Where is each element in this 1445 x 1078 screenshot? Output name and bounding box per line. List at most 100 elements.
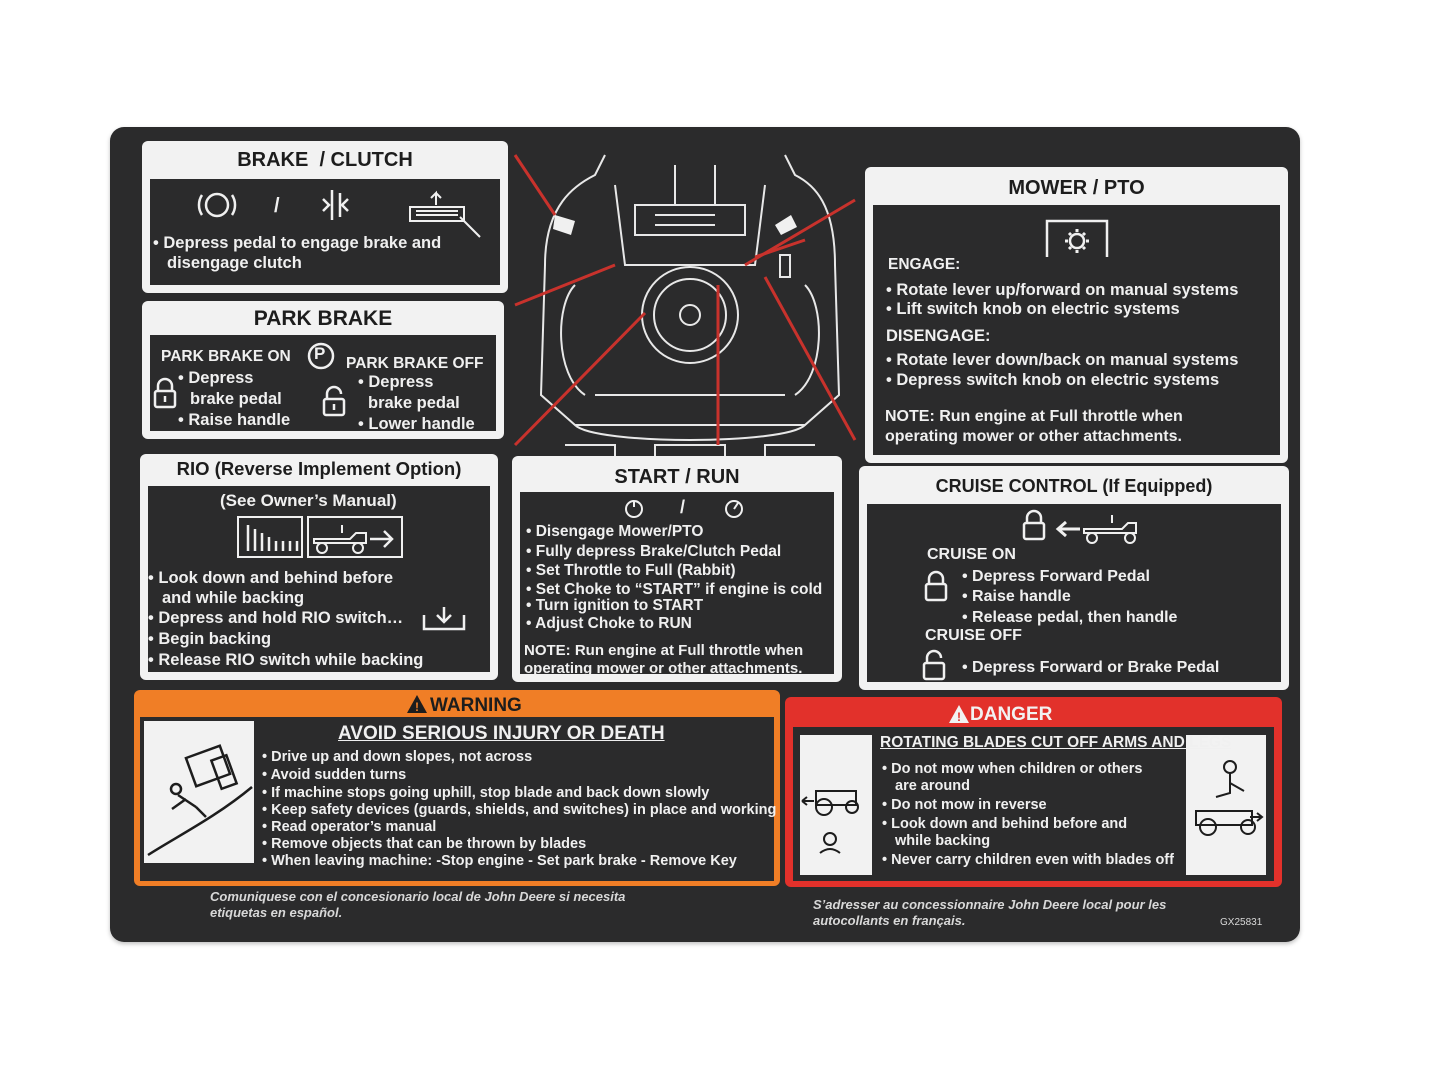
danger-line-6: • Never carry children even with blades … (882, 852, 1174, 868)
danger-headline: ROTATING BLADES CUT OFF ARMS AND LEGS (880, 734, 1232, 751)
warning-headline: AVOID SERIOUS INJURY OR DEATH (338, 723, 665, 744)
danger-title: DANGER (970, 704, 1053, 725)
park-off-step-1: • Depress (358, 373, 434, 391)
tractor-reverse-hazard-icon (801, 790, 859, 854)
start-run-body (518, 490, 836, 676)
danger-triangle-icon: ! (949, 705, 969, 724)
footer-french-2: autocollants en français. (813, 913, 966, 928)
start-note-2: operating mower or other attachments. (524, 660, 803, 677)
start-line-5: • Turn ignition to START (526, 597, 704, 614)
park-on-step-3: • Raise handle (178, 411, 291, 429)
danger-line-3: • Do not mow in reverse (882, 797, 1047, 813)
cruise-panel: CRUISE CONTROL (If Equipped) (859, 466, 1289, 690)
rio-title: RIO (Reverse Implement Option) (176, 458, 462, 479)
warning-line-1: • Drive up and down slopes, not across (262, 749, 533, 765)
cruise-header-icon (1022, 509, 1137, 544)
warning-line-5: • Read operator’s manual (262, 819, 437, 835)
rio-switch-icon (422, 607, 466, 631)
tractor-icon (313, 525, 367, 554)
start-note-1: NOTE: Run engine at Full throttle when (524, 642, 804, 659)
cruise-on-label: CRUISE ON (927, 546, 1016, 563)
cruise-on-step-3: • Release pedal, then handle (962, 609, 1178, 626)
brake-clutch-panel: BRAKE / CLUTCH (142, 141, 508, 293)
footer-spanish-2: etiquetas en español. (210, 905, 343, 920)
ignition-start-icon (725, 500, 743, 518)
warning-line-2: • Avoid sudden turns (262, 767, 407, 783)
park-on-step-1: • Depress (178, 369, 254, 387)
footer-spanish-1: Comuniquese con el concesionario local d… (210, 889, 626, 904)
start-line-4: • Set Choke to “START” if engine is cold (526, 581, 823, 598)
start-run-slash: / (680, 497, 686, 517)
lock-closed-icon (924, 570, 948, 602)
park-brake-p-symbol: P (314, 344, 326, 363)
warning-line-3: • If machine stops going uphill, stop bl… (262, 785, 710, 801)
arrow-left-icon (1055, 520, 1080, 538)
park-brake-body (148, 333, 498, 433)
danger-line-4: • Look down and behind before and (882, 816, 1128, 832)
start-line-3: • Set Throttle to Full (Rabbit) (526, 562, 736, 579)
park-brake-off-label: PARK BRAKE OFF (346, 355, 484, 372)
start-run-panel: START / RUN (512, 456, 842, 682)
brake-clutch-line-2: disengage clutch (167, 254, 302, 272)
lock-closed-icon (153, 377, 177, 409)
mower-note-1: NOTE: Run engine at Full throttle when (885, 408, 1183, 425)
cruise-off-step-1: • Depress Forward or Brake Pedal (962, 659, 1220, 676)
start-line-1: • Disengage Mower/PTO (526, 523, 704, 540)
brake-clutch-title: BRAKE / CLUTCH (237, 149, 413, 171)
rio-line-5: • Release RIO switch while backing (148, 651, 424, 669)
pedal-icon (409, 190, 481, 238)
rio-subtitle: (See Owner’s Manual) (220, 491, 397, 510)
brake-clutch-body (148, 177, 502, 287)
lock-open-icon (322, 385, 346, 417)
rio-line-2: and while backing (162, 589, 305, 607)
park-off-step-3: • Lower handle (358, 415, 475, 433)
rio-line-1: • Look down and behind before (148, 569, 394, 587)
footer-french-1: S’adresser au concessionnaire John Deere… (813, 897, 1167, 912)
mower-disengage-1: • Rotate lever down/back on manual syste… (886, 351, 1239, 369)
cruise-body (865, 502, 1283, 684)
lock-open-icon (922, 649, 946, 681)
mower-engage-1: • Rotate lever up/forward on manual syst… (886, 281, 1239, 299)
warning-title: WARNING (430, 695, 522, 716)
clutch-icon (322, 190, 349, 220)
pointer-arrows (513, 154, 857, 447)
warning-image-box (144, 721, 254, 863)
start-run-title: START / RUN (614, 466, 740, 488)
brake-clutch-icons (197, 190, 481, 238)
danger-line-2: are around (895, 778, 970, 794)
warning-line-7: • When leaving machine: -Stop engine - S… (262, 853, 737, 869)
mower-pto-body (871, 203, 1282, 457)
start-icons (625, 500, 743, 518)
brake-clutch-slash: / (274, 195, 280, 217)
brake-icon (197, 192, 237, 218)
park-brake-title: PARK BRAKE (253, 307, 393, 330)
cruise-off-label: CRUISE OFF (925, 627, 1022, 644)
safety-decal: BRAKE / CLUTCH / • Depress pedal to enga… (110, 127, 1300, 942)
svg-text:!: ! (415, 700, 419, 714)
mower-engage-2: • Lift switch knob on electric systems (886, 300, 1180, 318)
warning-line-6: • Remove objects that can be thrown by b… (262, 836, 587, 852)
danger-image-right (1186, 735, 1266, 875)
start-line-6: • Adjust Choke to RUN (526, 615, 692, 632)
park-off-step-2: brake pedal (368, 394, 460, 412)
warning-line-4: • Keep safety devices (guards, shields, … (262, 802, 777, 818)
park-brake-on-label: PARK BRAKE ON (161, 348, 291, 365)
warning-triangle-icon: ! (407, 695, 427, 714)
tractor-icon (1083, 515, 1137, 544)
park-brake-panel: PARK BRAKE (142, 301, 504, 439)
mower-note-2: operating mower or other attachments. (885, 428, 1182, 445)
rio-body (146, 484, 492, 674)
cruise-on-step-2: • Raise handle (962, 588, 1071, 605)
rio-reverse-icon (237, 516, 403, 558)
pto-icon (1045, 219, 1109, 257)
svg-text:!: ! (957, 710, 961, 724)
park-on-step-2: brake pedal (190, 390, 282, 408)
mower-pto-panel: MOWER / PTO (865, 167, 1288, 463)
mower-disengage-label: DISENGAGE: (886, 327, 991, 345)
child-passenger-hazard-icon (1195, 760, 1264, 836)
park-brake-p-icon (307, 342, 335, 370)
lock-closed-icon (1022, 509, 1046, 541)
rio-line-3: • Depress and hold RIO switch… (148, 609, 404, 627)
mower-pto-title: MOWER / PTO (1008, 177, 1145, 199)
slope-rollover-icon (147, 744, 253, 857)
